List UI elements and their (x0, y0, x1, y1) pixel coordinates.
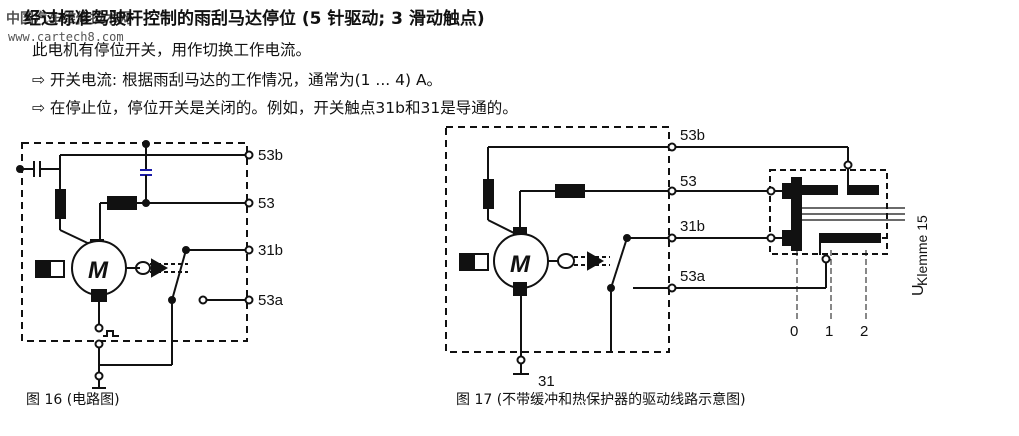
fig17-position-0: 0 (790, 323, 798, 340)
fig16-motor-label: M (88, 257, 109, 284)
fig16-terminal-53a: 53a (258, 292, 284, 309)
figure-16-caption: 图 16 (电路图) (26, 392, 120, 408)
fig16-terminal-53: 53 (258, 195, 275, 212)
body-line-1: 此电机有停位开关，用作切换工作电流。 (32, 41, 312, 59)
fig17-position-2: 2 (860, 323, 868, 340)
fig17-housing-box (445, 126, 670, 353)
page-title: 经过标准驾驶杆控制的雨刮马达停位 (5 针驱动; 3 滑动触点) (24, 9, 485, 29)
fig17-terminal-53a: 53a (680, 268, 706, 285)
fig16-terminal-53b: 53b (258, 147, 283, 164)
fig17-terminal-31b: 31b (680, 218, 705, 235)
fig17-motor-label: M (510, 251, 531, 278)
fig16-housing-box (21, 142, 248, 342)
figure-17-caption: 图 17 (不带缓冲和热保护器的驱动线路示意图) (456, 392, 746, 408)
fig17-terminal-53b: 53b (680, 127, 705, 144)
fig17-klemme-label: Klemme 15 (914, 215, 930, 286)
body-line-2: ⇨ 开关电流: 根据雨刮马达的工作情况，通常为(1 ... 4) A。 (32, 71, 443, 89)
watermark-logo: 中国汽车维修技术网 (6, 11, 132, 27)
figure-17-schematic (445, 126, 905, 375)
fig17-u-label: U (910, 284, 927, 296)
fig17-ground-label: 31 (538, 373, 555, 390)
body-line-3: ⇨ 在停止位，停位开关是关闭的。例如，开关触点31b和31是导通的。 (32, 99, 518, 117)
figure-16-schematic (16, 140, 254, 389)
fig16-terminal-31b: 31b (258, 242, 283, 259)
fig17-position-1: 1 (825, 323, 833, 340)
fig17-switch-box (769, 169, 888, 255)
watermark-url: www.cartech8.com (8, 30, 124, 44)
fig17-terminal-53: 53 (680, 173, 697, 190)
